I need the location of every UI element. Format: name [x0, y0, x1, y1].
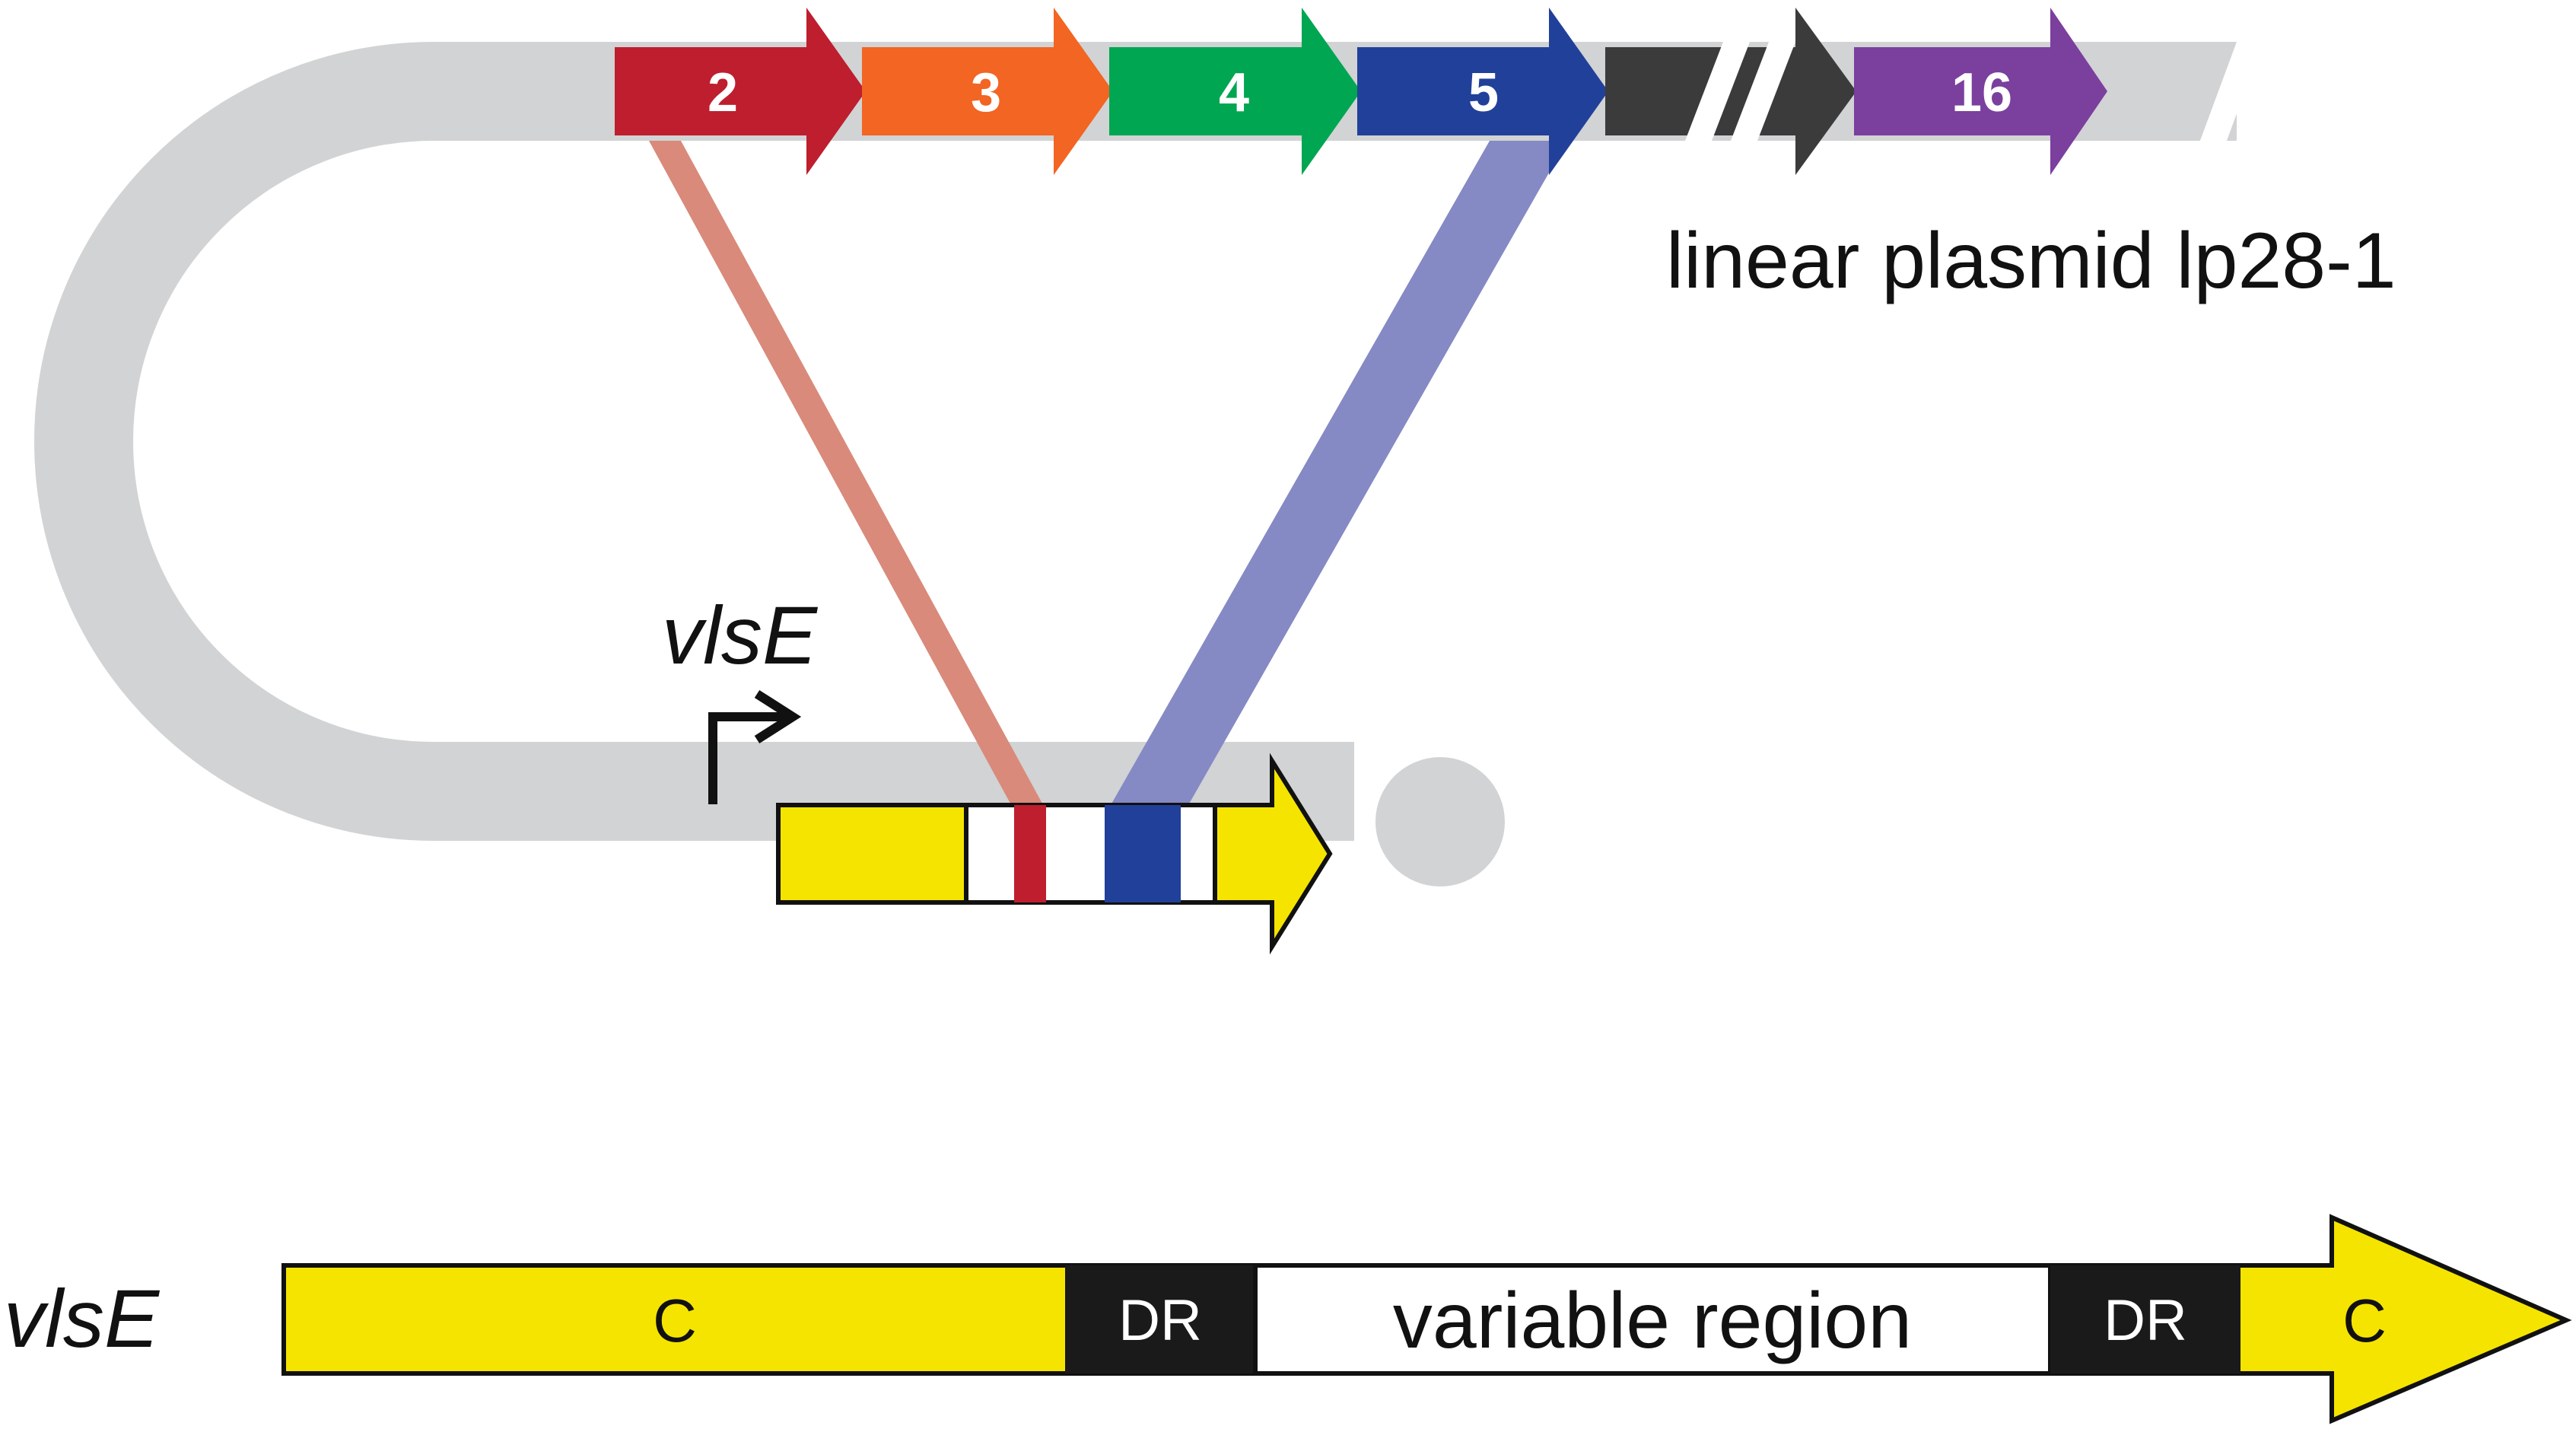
- cassette-16-arrow: [1854, 8, 2107, 175]
- schematic-gene-label: vlsE: [4, 1272, 161, 1364]
- schematic-segment-dr-right: DR: [2104, 1288, 2187, 1353]
- vlse-schematic: vlsE C DR variable region DR C: [4, 1214, 2572, 1424]
- schematic-dr-right: [2050, 1265, 2240, 1373]
- cassette-2-label: 2: [708, 62, 738, 123]
- cassette-4-arrow: [1109, 8, 1361, 175]
- recombination-band-cassette-2: [649, 141, 1046, 810]
- schematic-segment-variable: variable region: [1393, 1277, 1912, 1365]
- cassette-16-label: 16: [1951, 62, 2012, 123]
- promoter-arrow-icon: [708, 712, 787, 804]
- recombination-bands: [649, 141, 1567, 810]
- track-break-mark: [2199, 42, 2263, 145]
- cassette-3-label: 3: [971, 62, 1001, 123]
- cassette-5-label: 5: [1468, 62, 1499, 123]
- recombined-segment-blue: [1105, 805, 1181, 902]
- schematic-segment-c-left: C: [653, 1287, 697, 1354]
- telomere-cap: [1375, 757, 1505, 886]
- expression-site: vlsE: [662, 589, 1333, 955]
- promoter-arrowhead-icon: [754, 689, 802, 744]
- cassette-3-arrow: [862, 8, 1113, 175]
- expression-gene-label: vlsE: [662, 589, 819, 681]
- schematic-variable-region: [1253, 1263, 2053, 1376]
- plasmid-label: linear plasmid lp28-1: [1666, 217, 2396, 305]
- cassette-4-label: 4: [1219, 62, 1249, 123]
- plasmid-hairpin-track: [34, 42, 1354, 841]
- schematic-segment-c-right: C: [2342, 1287, 2387, 1354]
- recombined-segment-red: [1014, 805, 1046, 902]
- silent-cassettes: 2 3 4 5 16: [615, 8, 2107, 175]
- cassette-break-mark: [1731, 42, 1795, 141]
- cassette-2-arrow: [615, 8, 866, 175]
- recombination-band-cassette-5: [1108, 141, 1567, 810]
- cassette-5-arrow: [1357, 8, 1608, 175]
- cassette-break-mark: [1685, 42, 1750, 141]
- schematic-segment-dr-left: DR: [1118, 1288, 1202, 1353]
- schematic-dr-left: [1065, 1265, 1255, 1373]
